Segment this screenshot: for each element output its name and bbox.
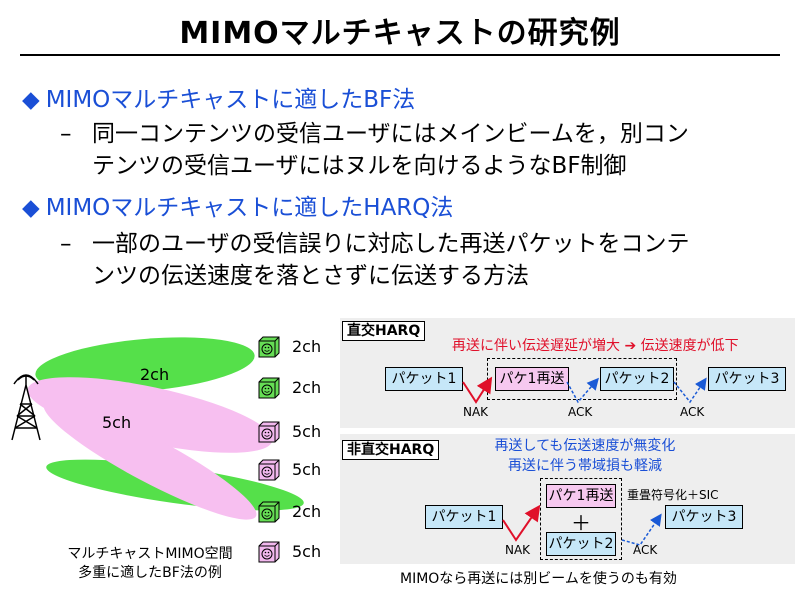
- packet2-box: パケット2: [546, 532, 616, 556]
- nak-arrow: [502, 504, 541, 542]
- sub-line-1: 一部のユーザの受信誤りに対応した再送パケットをコンテ: [92, 231, 690, 257]
- diamond-bullet-icon: ◆: [22, 87, 40, 113]
- packet3-box: パケット3: [665, 505, 743, 529]
- superposition-dashed-frame: [540, 478, 622, 560]
- coding-label: 重畳符号化＋SIC: [627, 488, 719, 502]
- user-device-icon: [257, 335, 280, 358]
- bullet-harq: ◆MIMOマルチキャストに適したHARQ法: [22, 188, 453, 222]
- user-device-icon: [257, 458, 280, 481]
- sub-bullet-harq: – 一部のユーザの受信誤りに対応した再送パケットをコンテ ンツの伝送速度を落とさ…: [60, 228, 780, 292]
- retx-box: パケ1再送: [546, 484, 616, 508]
- arrow-right-icon: ➔: [624, 338, 637, 354]
- note-delay: 再送に伴い伝送遅延が増大: [452, 338, 620, 354]
- antenna-tower-icon: [11, 374, 41, 441]
- sub-line-2: ンツの伝送速度を落とさずに伝送する方法: [92, 263, 529, 289]
- beam-diagram: 2ch 5ch: [11, 337, 304, 520]
- note-line: 再送に伴う帯域損も軽減: [508, 458, 662, 474]
- user-channel-label: 2ch: [292, 502, 322, 521]
- dash-marker: –: [60, 121, 72, 147]
- user-device-icon: [257, 540, 280, 563]
- ack-label: ACK: [633, 543, 658, 557]
- note-line: 再送しても伝送速度が無変化: [494, 438, 676, 454]
- caption-bf-example: マルチキャストMIMO空間 多重に適したBF法の例: [20, 545, 280, 583]
- ack-label: ACK: [680, 405, 705, 419]
- orthogonal-note: 再送に伴い伝送遅延が増大 ➔ 伝送速度が低下: [452, 335, 739, 355]
- dash-marker: –: [60, 231, 72, 257]
- packet2-box: パケット2: [600, 367, 674, 391]
- sub-line-2: テンツの受信ユーザにはヌルを向けるようなBF制御: [92, 153, 627, 179]
- non-orthogonal-note: 再送しても伝送速度が無変化 再送に伴う帯域損も軽減: [455, 435, 715, 475]
- user-channel-label: 5ch: [292, 542, 322, 561]
- non-orthogonal-harq-tag: 非直交HARQ: [342, 440, 440, 460]
- ack-label: ACK: [568, 405, 593, 419]
- diamond-bullet-icon: ◆: [22, 195, 40, 221]
- user-device-icon: [257, 376, 280, 399]
- nak-arrow: [462, 376, 493, 404]
- beam-5ch-label: 5ch: [102, 413, 131, 432]
- note-rate: 伝送速度が低下: [640, 338, 739, 354]
- user-channel-label: 2ch: [292, 337, 322, 356]
- plus-icon: ＋: [571, 511, 591, 535]
- retx-box: パケ1再送: [495, 367, 569, 391]
- user-device-icon: [257, 500, 280, 523]
- title-rule: [20, 54, 780, 56]
- packet3-box: パケット3: [708, 367, 786, 391]
- bullet-heading: MIMOマルチキャストに適したBF法: [45, 87, 416, 113]
- nak-label: NAK: [505, 543, 531, 557]
- sub-line-1: 同一コンテンツの受信ユーザにはメインビームを，別コン: [92, 121, 689, 147]
- orthogonal-harq-tag: 直交HARQ: [342, 321, 426, 341]
- ack-arrow: [621, 513, 662, 546]
- user-device-icon: [257, 420, 280, 443]
- bullet-bf: ◆MIMOマルチキャストに適したBF法: [22, 80, 415, 114]
- ack-arrow: [566, 377, 599, 404]
- user-channel-label: 5ch: [292, 422, 322, 441]
- beam-5ch-upper: [27, 377, 273, 453]
- nak-label: NAK: [463, 405, 489, 419]
- beam-2ch-label: 2ch: [140, 365, 169, 384]
- bullet-heading: MIMOマルチキャストに適したHARQ法: [45, 195, 454, 221]
- ack-arrow: [673, 377, 707, 404]
- beam-5ch-lower: [43, 400, 257, 520]
- user-channel-label: 5ch: [292, 460, 322, 479]
- page-title: MIMOマルチキャストの研究例: [179, 16, 621, 51]
- user-channel-label: 2ch: [292, 378, 322, 397]
- sub-bullet-bf: – 同一コンテンツの受信ユーザにはメインビームを，別コン テンツの受信ユーザには…: [60, 118, 780, 182]
- caption-harq: MIMOなら再送には別ビームを使うのも有効: [400, 571, 677, 587]
- packet1-box: パケット1: [425, 505, 503, 529]
- caption-line: 多重に適したBF法の例: [78, 565, 222, 581]
- caption-line: マルチキャストMIMO空間: [67, 546, 233, 562]
- packet1-box: パケット1: [385, 367, 463, 391]
